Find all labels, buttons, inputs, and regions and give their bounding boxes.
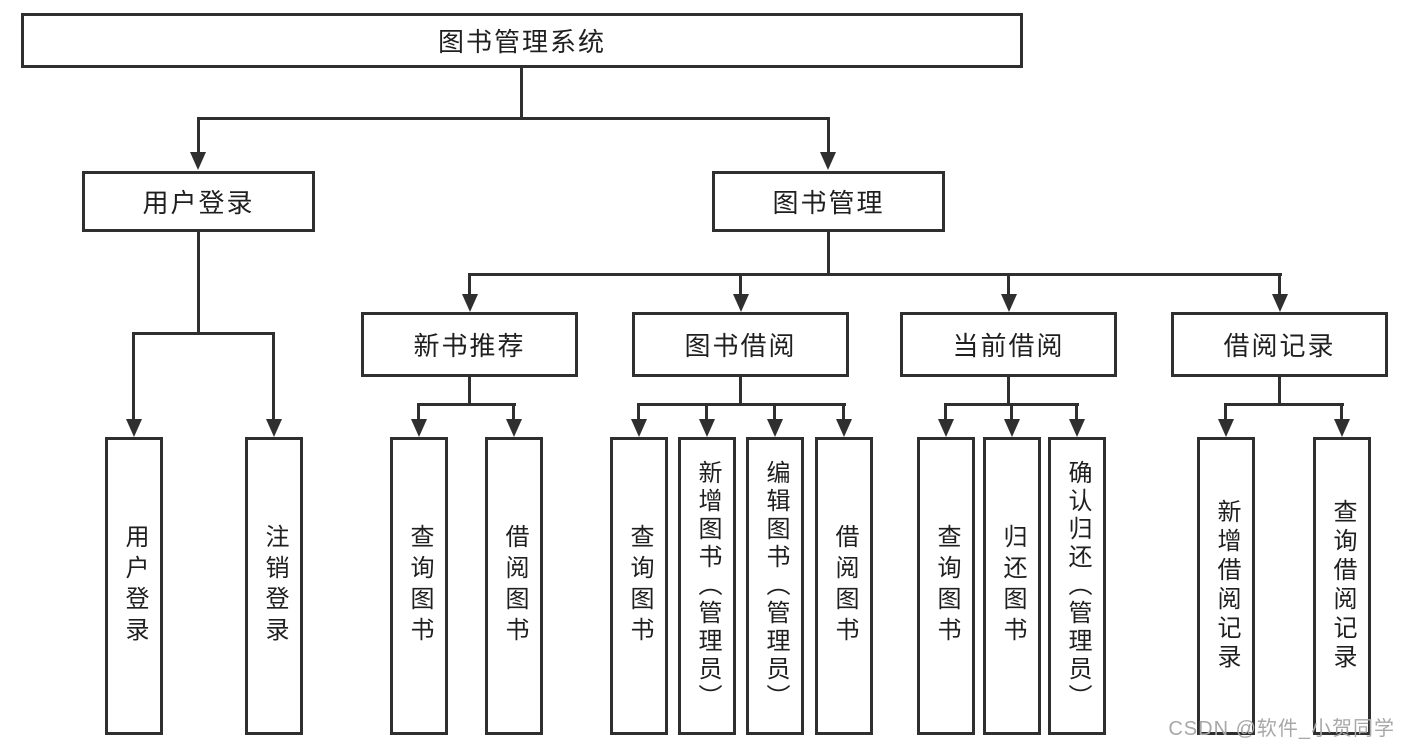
connector-line [944, 403, 947, 419]
leaf-confirm-return-admin: 确认归还（管理员） [1048, 437, 1106, 735]
leaf-user-login: 用户登录 [105, 437, 163, 735]
arrowhead-down [1218, 419, 1234, 437]
node-root-library-system: 图书管理系统 [21, 13, 1023, 68]
node-new-book-recommend: 新书推荐 [361, 312, 578, 377]
arrowhead-down [767, 419, 783, 437]
connector-line [132, 332, 135, 419]
connector-line [272, 332, 275, 419]
connector-line [197, 117, 200, 154]
arrowhead-down [1069, 419, 1085, 437]
connector-line [1224, 403, 1227, 419]
connector-line [1224, 403, 1344, 406]
arrowhead-down [506, 419, 522, 437]
connector-line [417, 403, 516, 406]
connector-line [197, 117, 830, 120]
arrowhead-down [1334, 419, 1350, 437]
leaf-query-borrow-record: 查询借阅记录 [1313, 437, 1371, 735]
leaf-add-borrow-record: 新增借阅记录 [1197, 437, 1255, 735]
arrowhead-down [126, 419, 142, 437]
connector-line [132, 332, 275, 335]
connector-line [468, 273, 1282, 276]
arrowhead-down [1001, 294, 1017, 312]
arrowhead-down [836, 419, 852, 437]
connector-line [637, 403, 640, 419]
leaf-borrow-books-2: 借阅图书 [815, 437, 873, 735]
connector-line [468, 273, 471, 296]
connector-line [1075, 403, 1078, 419]
connector-line [1278, 273, 1281, 296]
connector-line [512, 403, 515, 419]
connector-line [739, 377, 742, 406]
node-borrowing-records: 借阅记录 [1171, 312, 1388, 377]
leaf-query-books-1: 查询图书 [390, 437, 448, 735]
csdn-watermark: CSDN @软件_小贺同学 [1168, 718, 1395, 740]
node-user-login: 用户登录 [82, 171, 315, 232]
arrowhead-down [820, 152, 836, 170]
connector-line [705, 403, 708, 419]
arrowhead-down [411, 419, 427, 437]
arrowhead-down [938, 419, 954, 437]
node-current-borrowing: 当前借阅 [900, 312, 1117, 377]
connector-line [1278, 377, 1281, 406]
arrowhead-down [462, 294, 478, 312]
arrowhead-down [699, 419, 715, 437]
connector-line [827, 117, 830, 154]
leaf-logout: 注销登录 [245, 437, 303, 735]
arrowhead-down [733, 294, 749, 312]
leaf-query-books-3: 查询图书 [917, 437, 975, 735]
arrowhead-down [1272, 294, 1288, 312]
connector-line [827, 232, 830, 276]
node-book-management: 图书管理 [712, 171, 945, 232]
connector-line [1340, 403, 1343, 419]
leaf-add-books-admin: 新增图书（管理员） [678, 437, 736, 735]
arrowhead-down [1004, 419, 1020, 437]
connector-line [468, 377, 471, 406]
arrowhead-down [266, 419, 282, 437]
node-book-borrowing: 图书借阅 [632, 312, 849, 377]
connector-line [637, 403, 846, 406]
connector-line [1010, 403, 1013, 419]
connector-line [1007, 377, 1010, 406]
connector-line [520, 68, 523, 120]
connector-line [197, 232, 200, 335]
connector-line [739, 273, 742, 296]
connector-line [773, 403, 776, 419]
leaf-borrow-books-1: 借阅图书 [485, 437, 543, 735]
arrowhead-down [631, 419, 647, 437]
leaf-return-books: 归还图书 [983, 437, 1041, 735]
connector-line [842, 403, 845, 419]
leaf-query-books-2: 查询图书 [610, 437, 668, 735]
connector-line [1007, 273, 1010, 296]
arrowhead-down [190, 152, 206, 170]
connector-line [417, 403, 420, 419]
leaf-edit-books-admin: 编辑图书（管理员） [746, 437, 804, 735]
